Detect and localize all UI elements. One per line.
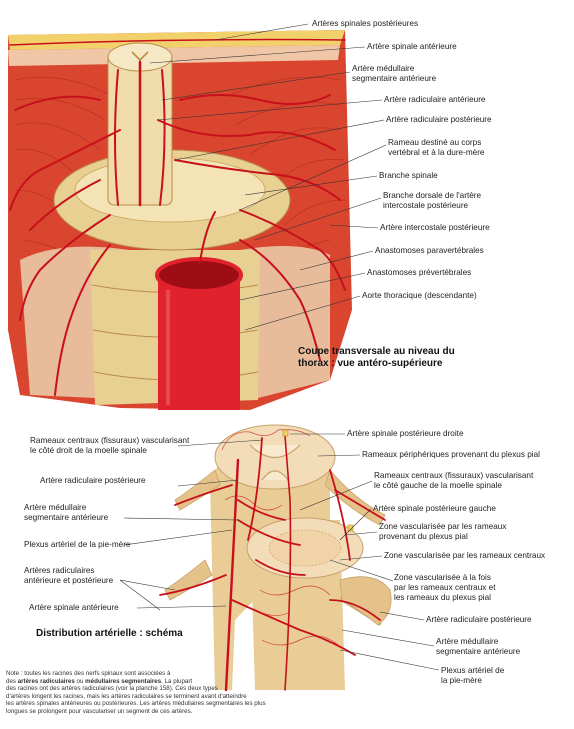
label-left-central-branches: Rameaux centraux (fissuraux) vascularisa… bbox=[374, 471, 534, 490]
label-central-branches-zone: Zone vascularisée par les rameaux centra… bbox=[384, 551, 546, 560]
arteries-bottom bbox=[159, 435, 386, 692]
upper-grey-matter bbox=[249, 444, 301, 481]
label-anterior-radicular-artery: Artère radiculaire antérieure bbox=[384, 95, 486, 104]
aorta-lumen bbox=[155, 257, 243, 293]
label-right-central-branches: Rameaux centraux (fissuraux) vascularisa… bbox=[30, 436, 190, 455]
caption-schema: Distribution artérielle : schéma bbox=[36, 628, 183, 639]
label-posterior-radicular-artery-right: Artère radiculaire postérieure bbox=[426, 615, 532, 624]
label-prevertebral-anastomoses: Anastomoses prévertébrales bbox=[367, 268, 472, 277]
label-peripheral-pial-branches: Rameaux périphériques provenant du plexu… bbox=[362, 450, 540, 459]
label-pial-arterial-plexus-left: Plexus artériel de la pie-mère bbox=[24, 540, 131, 549]
label-paravertebral-anastomoses: Anastomoses paravertébrales bbox=[375, 246, 484, 255]
thorax-cross-section bbox=[8, 30, 352, 410]
central-zone bbox=[268, 529, 342, 567]
fascia-layer bbox=[8, 45, 340, 66]
distribution-schema bbox=[159, 424, 392, 692]
vessel-marker bbox=[282, 429, 289, 437]
label-anterior-spinal-artery-bottom: Artère spinale antérieure bbox=[29, 603, 119, 612]
pial-plexus bbox=[221, 429, 339, 646]
label-posterior-intercostal-artery: Artère intercostale postérieure bbox=[380, 223, 490, 232]
label-posterior-radicular-artery-left: Artère radiculaire postérieure bbox=[40, 476, 146, 485]
footnote: Note : toutes les racines des nerfs spin… bbox=[6, 670, 266, 715]
label-anterior-spinal-artery: Artère spinale antérieure bbox=[367, 42, 457, 51]
label-thoracic-aorta: Aorte thoracique (descendante) bbox=[362, 291, 477, 300]
label-spinal-branch: Branche spinale bbox=[379, 171, 438, 180]
leader-lines bbox=[119, 23, 440, 671]
label-posterior-spinal-arteries: Artères spinales postérieures bbox=[312, 19, 419, 28]
label-posterior-radicular-artery: Artère radiculaire postérieure bbox=[386, 115, 492, 124]
arteries-top bbox=[9, 38, 346, 396]
vessel-marker bbox=[347, 524, 354, 532]
label-right-posterior-spinal-artery: Artère spinale postérieure droite bbox=[347, 429, 464, 438]
label-left-posterior-spinal-artery: Artère spinale postérieure gauche bbox=[373, 504, 496, 513]
aorta-wall bbox=[158, 270, 240, 410]
right-paravertebral bbox=[240, 246, 330, 400]
